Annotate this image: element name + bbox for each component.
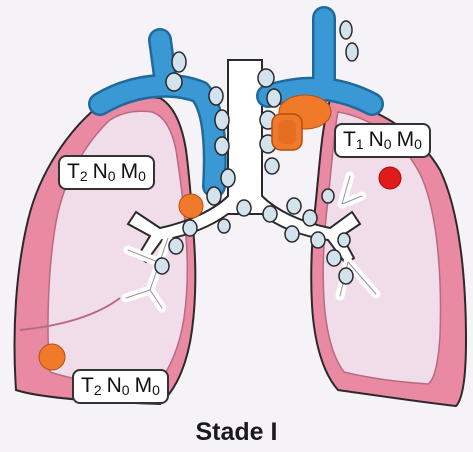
label-token: T2 xyxy=(81,374,102,397)
tumor-red xyxy=(379,167,401,189)
tumor-t2-upper xyxy=(179,194,203,218)
stage-title: Stade I xyxy=(0,418,473,447)
label-token: M0 xyxy=(397,128,422,151)
label-token: M0 xyxy=(135,374,160,397)
label-token: T2 xyxy=(67,160,88,183)
label-token: N0 xyxy=(93,160,116,183)
label-token: T1 xyxy=(343,128,364,151)
label-token: M0 xyxy=(121,160,146,183)
label-token: N0 xyxy=(107,374,130,397)
label-token: N0 xyxy=(369,128,392,151)
tumor-t2-lower xyxy=(39,344,65,370)
